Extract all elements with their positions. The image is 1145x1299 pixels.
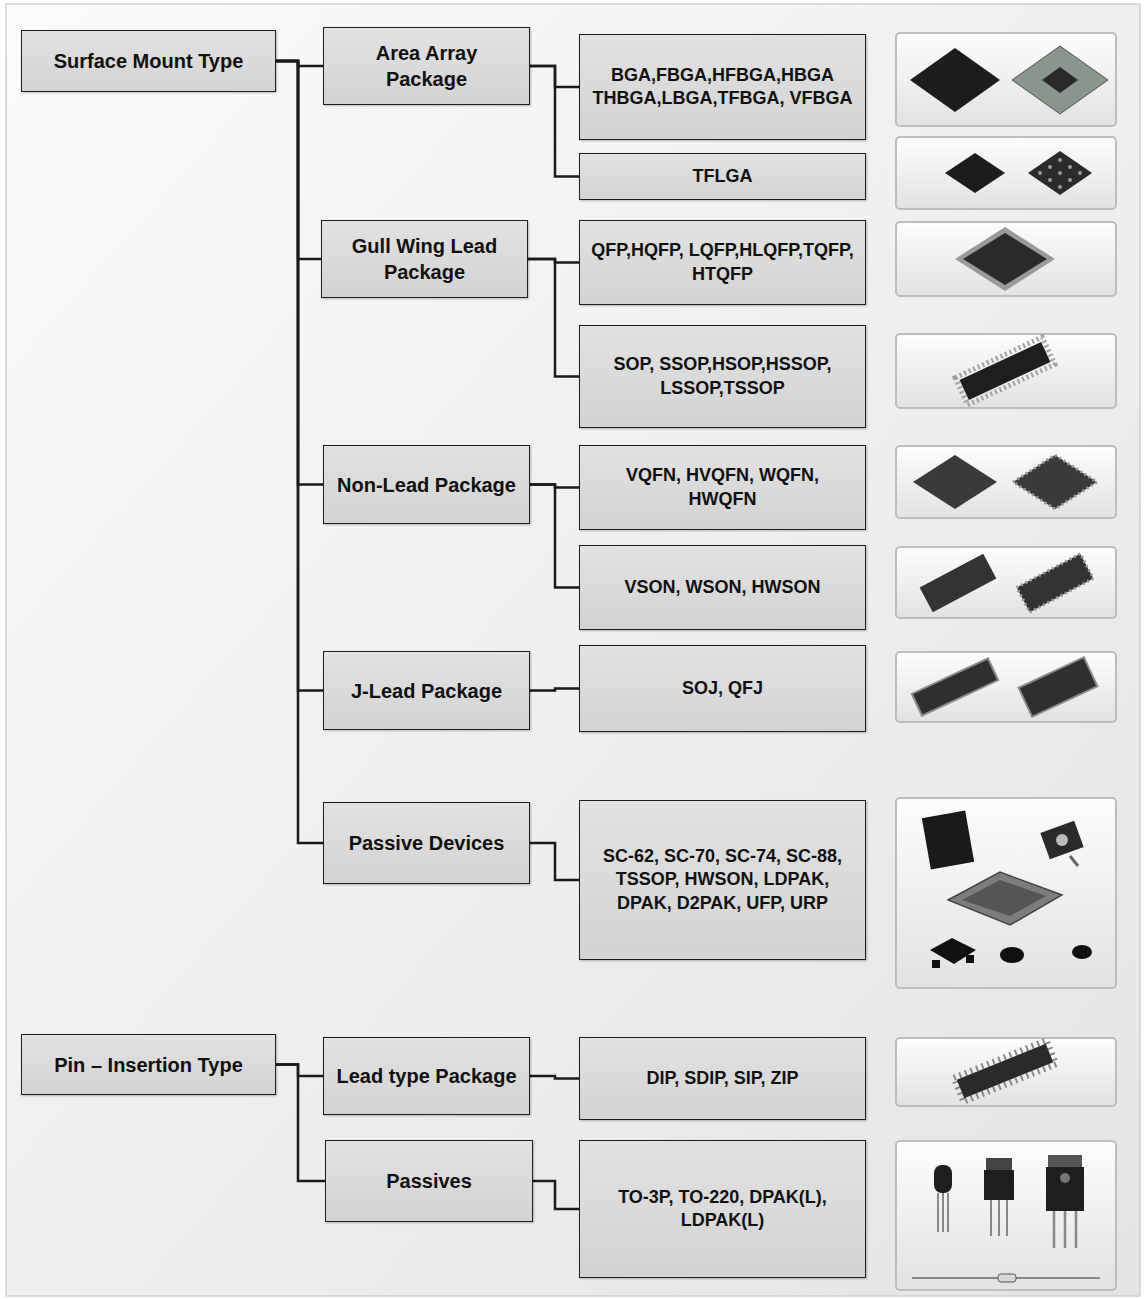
package-list-box: BGA,FBGA,HFBGA,HBGA THBGA,LBGA,TFBGA, VF…	[579, 34, 866, 140]
group-box: J-Lead Package	[323, 651, 530, 730]
box-label: Gull Wing Lead Package	[332, 233, 517, 285]
tree-connector	[528, 259, 579, 377]
package-list-box: QFP,HQFP, LQFP,HLQFP,TQFP, HTQFP	[579, 220, 866, 305]
box-label: Pin – Insertion Type	[54, 1052, 243, 1078]
box-label: Lead type Package	[336, 1063, 516, 1089]
sop-chip	[955, 337, 1055, 405]
package-list-box: TO-3P, TO-220, DPAK(L), LDPAK(L)	[579, 1140, 866, 1278]
package-list-box: SOJ, QFJ	[579, 645, 866, 732]
tree-connector	[530, 689, 579, 691]
box-label: VQFN, HVQFN, WQFN, HWQFN	[590, 464, 855, 511]
lga-chips	[945, 151, 1092, 195]
package-list-box: VSON, WSON, HWSON	[579, 545, 866, 630]
package-list-box: SOP, SSOP,HSOP,HSSOP, LSSOP,TSSOP	[579, 325, 866, 428]
tree-connector	[533, 1181, 579, 1209]
box-label: Passives	[386, 1168, 472, 1194]
group-box: Area Array Package	[323, 27, 530, 105]
group-box: Non-Lead Package	[323, 445, 530, 524]
category-box: Surface Mount Type	[21, 30, 276, 92]
package-list-box: VQFN, HVQFN, WQFN, HWQFN	[579, 445, 866, 530]
box-label: BGA,FBGA,HFBGA,HBGA THBGA,LBGA,TFBGA, VF…	[590, 64, 855, 111]
package-list-box: TFLGA	[579, 153, 866, 200]
group-box: Gull Wing Lead Package	[321, 220, 528, 298]
passive-parts	[922, 811, 1092, 968]
through-hole-parts	[912, 1155, 1100, 1282]
qfp-chip	[955, 227, 1055, 291]
group-box: Passive Devices	[323, 802, 530, 884]
photo-tiles	[896, 33, 1116, 1290]
box-label: Surface Mount Type	[54, 48, 244, 74]
box-label: SOJ, QFJ	[682, 677, 763, 700]
package-list-box: SC-62, SC-70, SC-74, SC-88, TSSOP, HWSON…	[579, 800, 866, 960]
tree-connector	[276, 1065, 325, 1182]
tree-connector	[530, 66, 579, 177]
j-lead-chips	[912, 657, 1098, 716]
tree-connector	[276, 61, 323, 691]
box-label: Area Array Package	[334, 40, 519, 92]
box-label: TO-3P, TO-220, DPAK(L), LDPAK(L)	[590, 1186, 855, 1233]
box-label: QFP,HQFP, LQFP,HLQFP,TQFP, HTQFP	[590, 239, 855, 286]
dip-chip	[954, 1040, 1056, 1102]
box-label: TFLGA	[693, 165, 753, 188]
tree-connector	[276, 61, 323, 485]
package-list-box: DIP, SDIP, SIP, ZIP	[579, 1037, 866, 1120]
tree-connector	[530, 1076, 579, 1079]
box-label: SOP, SSOP,HSOP,HSSOP, LSSOP,TSSOP	[590, 353, 855, 400]
box-label: DIP, SDIP, SIP, ZIP	[646, 1067, 798, 1090]
son-chips	[920, 554, 1094, 613]
qfn-chips	[913, 455, 1097, 509]
bga-chips	[910, 46, 1108, 114]
box-label: J-Lead Package	[351, 678, 502, 704]
box-label: SC-62, SC-70, SC-74, SC-88, TSSOP, HWSON…	[590, 845, 855, 915]
category-box: Pin – Insertion Type	[21, 1034, 276, 1095]
tree-connector	[276, 61, 323, 843]
tree-connector	[530, 843, 579, 880]
box-label: VSON, WSON, HWSON	[624, 576, 820, 599]
group-box: Passives	[325, 1140, 533, 1222]
box-label: Non-Lead Package	[337, 472, 516, 498]
group-box: Lead type Package	[323, 1037, 530, 1115]
box-label: Passive Devices	[349, 830, 505, 856]
tree-connector	[530, 485, 579, 588]
panel-ground	[6, 4, 1140, 1296]
tree-connector	[276, 1065, 323, 1077]
